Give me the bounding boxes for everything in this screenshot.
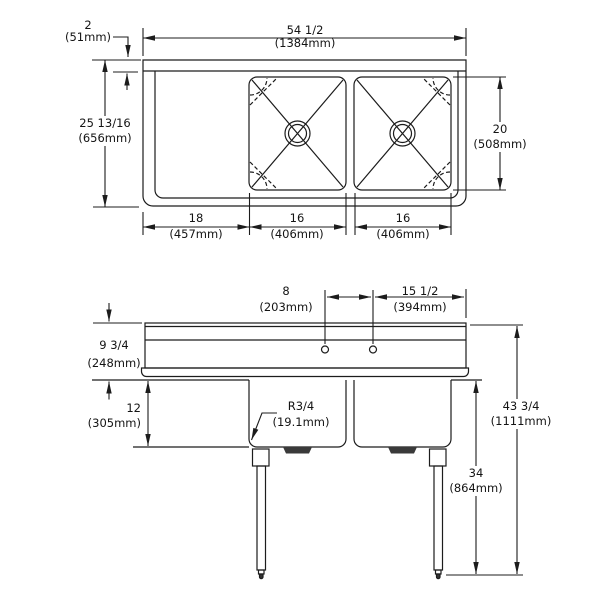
dim-value-mm: (394mm) [393, 300, 447, 314]
front-left-drain-boss [283, 447, 312, 454]
dim-bowl2-length: 16 (406mm) [376, 210, 429, 242]
dim-overall-length: 54 1/2 (1384mm) [275, 24, 336, 50]
dim-value-mm: (508mm) [471, 137, 529, 152]
dim-value-in: 18 [188, 211, 204, 225]
dim-value-mm: (51mm) [64, 30, 112, 44]
dim-value-in: 15 1/2 [401, 284, 439, 298]
plan-inner-rim [154, 71, 459, 199]
corner-radius-leader [250, 412, 277, 441]
dim-rim-height: 9 3/4 (248mm) [87, 336, 140, 372]
plan-dimension-lines [92, 28, 506, 235]
dim-value-in: 54 1/2 [286, 23, 324, 37]
front-right-drain-boss [388, 447, 417, 454]
front-right-bowl [353, 380, 452, 448]
front-faucet-hole-left [320, 345, 330, 354]
dim-value-in: 9 3/4 [99, 338, 129, 352]
front-left-leg [251, 448, 270, 580]
dim-value-in: 16 [395, 211, 411, 225]
dim-bowl1-length: 16 (406mm) [270, 210, 323, 242]
dim-bowl-front-to-back: 20 (508mm) [471, 122, 529, 152]
dim-value-mm: (1384mm) [274, 36, 336, 50]
dim-corner-radius: R3/4 (19.1mm) [273, 398, 330, 430]
plan-left-bowl [248, 76, 347, 191]
dim-value-mm: (457mm) [169, 227, 223, 241]
dim-value-in: 8 [282, 284, 290, 298]
dim-value-mm: (864mm) [447, 481, 505, 496]
dim-value-in: 43 3/4 [488, 399, 554, 414]
plan-corner-details [249, 77, 451, 190]
front-faucet-hole-right [368, 345, 378, 354]
front-right-leg [428, 448, 447, 580]
plan-right-drain-outer [389, 120, 416, 147]
front-lip [140, 367, 470, 378]
plan-right-bowl [353, 76, 452, 191]
dim-value-in: 20 [471, 122, 529, 137]
dim-value-mm: (1111mm) [488, 414, 554, 429]
dim-value-mm: (406mm) [270, 227, 324, 241]
plan-view [142, 59, 467, 207]
dim-backsplash-depth: 2 (51mm) [65, 19, 111, 43]
dim-faucet-spacing: 8 (203mm) [259, 283, 312, 315]
plan-left-bowl-diagonals [251, 79, 344, 188]
plan-right-drain-inner [392, 123, 413, 144]
dim-value-mm: (656mm) [76, 131, 134, 146]
dim-value-in: 2 [84, 18, 92, 32]
front-body [144, 322, 467, 369]
plan-right-bowl-diagonals [356, 79, 449, 188]
plan-outline [142, 59, 467, 207]
dim-faucet-to-edge: 15 1/2 (394mm) [393, 283, 446, 315]
front-dimension-lines [93, 289, 523, 576]
dim-value-mm: (248mm) [87, 356, 141, 370]
dim-value-in: 25 13/16 [76, 116, 134, 131]
dim-value-in: 16 [289, 211, 305, 225]
dim-value-in: 12 [126, 401, 141, 415]
plan-left-drain-inner [287, 123, 308, 144]
dim-value-in: R3/4 [287, 399, 315, 413]
front-view [92, 322, 482, 580]
dim-overall-depth: 25 13/16 (656mm) [76, 116, 134, 146]
dim-underside-to-floor: 34 (864mm) [447, 466, 505, 496]
dim-overall-height: 43 3/4 (1111mm) [488, 399, 554, 429]
dim-bowl-depth: 12 (305mm) [41, 401, 141, 431]
dim-value-mm: (203mm) [259, 300, 313, 314]
dim-value-mm: (406mm) [376, 227, 430, 241]
dim-value-mm: (19.1mm) [272, 415, 330, 429]
dim-drainboard-length: 18 (457mm) [169, 210, 222, 242]
dim-value-in: 34 [447, 466, 505, 481]
plan-left-drain-outer [284, 120, 311, 147]
dim-value-mm: (305mm) [87, 416, 141, 430]
